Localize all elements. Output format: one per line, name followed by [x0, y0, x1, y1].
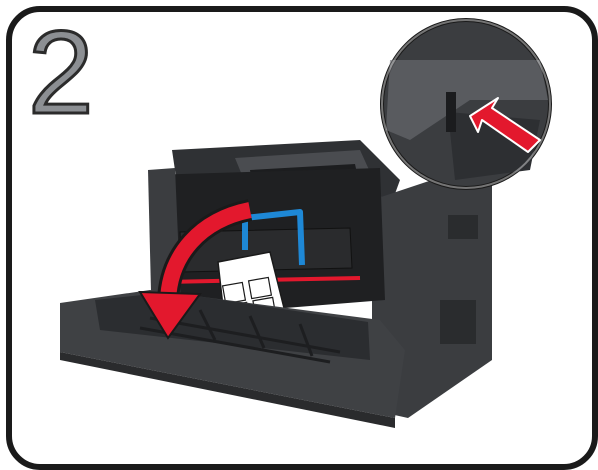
curved-arrow-icon	[138, 199, 253, 340]
side-vent	[440, 215, 478, 344]
step-number: 2	[27, 7, 96, 139]
cartridge-handle	[242, 209, 305, 266]
front-door-edge	[60, 352, 395, 428]
pointer-arrow-icon	[469, 97, 541, 153]
magnifier-callout	[380, 18, 552, 190]
